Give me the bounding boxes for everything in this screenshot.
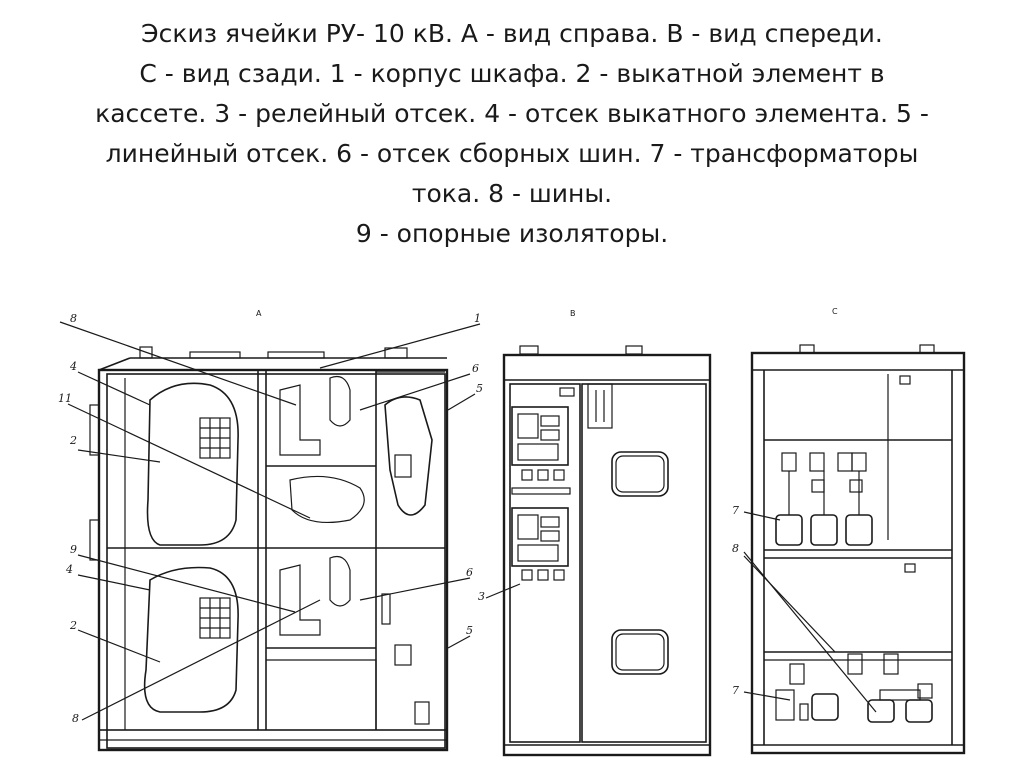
label-11: 11: [58, 392, 72, 405]
view-c-rear: С: [732, 307, 966, 755]
view-b-front: В 3: [478, 309, 712, 757]
label-8-bottom: 8: [72, 712, 79, 725]
label-1: 1: [474, 312, 481, 325]
label-2-top: 2: [69, 434, 77, 447]
relay-compartment-door: [509, 383, 581, 743]
cabinet-outline-b: [502, 353, 712, 757]
view-a-side: А: [58, 309, 483, 752]
current-transformer-upper-3: [845, 514, 873, 546]
withdrawable-element-upper: [146, 382, 239, 546]
label-7-bottom: 7: [732, 684, 739, 697]
label-5-top: 5: [476, 382, 483, 395]
cabinet-outline-a: [97, 368, 449, 752]
vent-grid-lower: [199, 597, 231, 639]
withdrawable-compartment-door: [581, 383, 707, 743]
label-6-top: 6: [472, 362, 479, 375]
relay-unit-upper: [511, 406, 569, 466]
line-compartment-shape: [384, 396, 433, 516]
caption: Эскиз ячейки РУ- 10 кВ. А - вид справа. …: [40, 14, 984, 254]
caption-line-3: кассете. 3 - релейный отсек. 4 - отсек в…: [95, 99, 929, 128]
label-4-bottom: 4: [65, 563, 73, 576]
viewing-window-lower: [611, 629, 669, 675]
viewing-window-upper: [611, 451, 669, 497]
label-8-rear: 8: [732, 542, 739, 555]
caption-line-5: тока. 8 - шины.: [411, 179, 613, 208]
current-transformer-lower-2: [867, 699, 895, 723]
label-6-bottom: 6: [466, 566, 473, 579]
label-9: 9: [70, 543, 77, 556]
withdrawable-element-lower: [143, 566, 239, 713]
support-insulator-upper: [329, 375, 351, 427]
label-7-top: 7: [732, 504, 739, 517]
view-b-title: В: [570, 309, 576, 318]
vent-grid-upper: [199, 417, 231, 459]
view-a-title: А: [256, 309, 262, 318]
label-2-bottom: 2: [69, 619, 77, 632]
view-c-title: С: [832, 307, 838, 316]
label-5-bottom: 5: [466, 624, 473, 637]
relay-unit-lower: [511, 507, 569, 567]
current-transformer-lower-1: [811, 693, 839, 721]
label-3: 3: [478, 590, 485, 603]
mimic-diagram: [587, 383, 613, 429]
support-insulator-lower: [329, 555, 351, 607]
caption-line-1: Эскиз ячейки РУ- 10 кВ. А - вид справа. …: [141, 19, 883, 48]
cabinet-outline-c: [750, 351, 966, 755]
caption-line-4: линейный отсек. 6 - отсек сборных шин. 7…: [105, 139, 919, 168]
label-8-top: 8: [70, 312, 77, 325]
current-transformer-lower-3: [905, 699, 933, 723]
caption-line-2: С - вид сзади. 1 - корпус шкафа. 2 - вык…: [139, 59, 885, 88]
current-transformer-upper-2: [810, 514, 838, 546]
label-4-top: 4: [69, 360, 77, 373]
caption-line-6: 9 - опорные изоляторы.: [355, 219, 669, 248]
